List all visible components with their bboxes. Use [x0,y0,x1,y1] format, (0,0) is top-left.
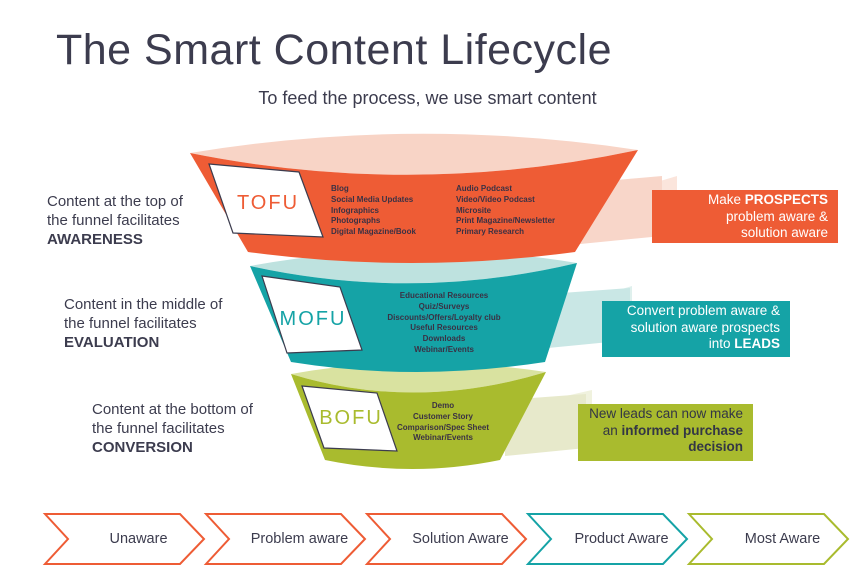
tofu-stage-label: TOFU [236,192,300,214]
tofu-callout-line2: problem aware & [725,208,828,224]
tofu-content-list-left: Blog Social Media Updates Infographics P… [331,184,416,238]
chevron-label-unaware: Unaware [109,531,168,547]
bofu-side-line2: the funnel facilitates [92,420,225,437]
funnel-item: Webinar/Events [413,433,473,443]
tofu-callout-bold: PROSPECTS [744,192,828,207]
chevron-problem-aware-shape [203,513,367,565]
funnel-item: Video/Video Podcast [456,194,535,204]
chevron-product-aware-shape [525,513,689,565]
chevron-label-solution-aware: Solution Aware [412,531,509,547]
mofu-callout-text: into [708,336,735,351]
mofu-stage-label: MOFU [279,308,347,330]
tofu-label-plate [208,163,324,238]
funnel-item: Social Media Updates [331,194,414,204]
mofu-callout-line1: Convert problem aware & [626,303,780,318]
tofu-callout-line1: Make PROSPECTS [662,192,828,209]
bofu-callout-box: New leads can now make an informed purch… [578,404,753,461]
chevron-label-most-aware: Most Aware [744,531,821,547]
bofu-callout-bold: informed purchase [621,422,743,438]
mofu-side-label: Content in the middle of the funnel faci… [64,295,279,352]
chevron-most-aware-shape [686,513,850,565]
mofu-callout-line3: into LEADS [612,336,780,353]
mofu-callout-box: Convert problem aware & solution aware p… [602,301,790,357]
subtitle: To feed the process, we use smart conten… [258,88,597,108]
funnel-item: Digital Magazine/Book [331,227,416,237]
funnel-item: Quiz/Surveys [418,301,470,311]
chevron-label-problem-aware: Problem aware [250,531,349,547]
mofu-content-list: Educational Resources Quiz/Surveys Disco… [344,291,544,356]
bofu-label-plate [301,385,398,452]
bofu-callout-text: an [602,422,622,438]
funnel-item: Microsite [456,205,492,215]
tofu-content-list-right: Audio Podcast Video/Video Podcast Micros… [456,184,555,238]
funnel-item: Photographs [331,216,381,226]
funnel-item: Customer Story [412,411,473,421]
chevron-label-product-aware: Product Aware [574,531,669,547]
funnel-item: Educational Resources [399,291,489,300]
funnel-item: Discounts/Offers/Loyalty club [387,312,501,322]
funnel-item: Demo [431,401,455,410]
funnel-item: Infographics [331,205,380,215]
tofu-side-line2: the funnel facilitates [47,212,180,229]
mofu-side-keyword: EVALUATION [64,334,160,351]
funnel-item: Useful Resources [410,323,478,333]
page-title: The Smart Content Lifecycle [56,26,613,74]
bofu-side-label: Content at the bottom of the funnel faci… [92,400,307,457]
funnel-item: Webinar/Events [414,344,474,354]
bofu-callout-line3: decision [688,439,743,454]
mofu-side-line2: the funnel facilitates [64,315,197,332]
funnel-item: Print Magazine/Newsletter [456,216,556,226]
tofu-callout-line3: solution aware [740,225,828,240]
tofu-side-line1: Content at the top of [47,193,183,210]
funnel-item: Comparison/Spec Sheet [396,422,490,432]
bofu-callout-line1: New leads can now make [589,406,743,421]
tofu-funnel-rim [190,133,638,175]
bofu-funnel-rim [291,362,546,393]
bofu-callout-line2: an informed purchase [588,423,743,440]
mofu-callout-line2: solution aware prospects [630,319,780,335]
bofu-side-keyword: CONVERSION [92,439,193,456]
chevron-solution-aware-shape [364,513,528,565]
tofu-callout-text: Make [707,192,745,207]
bofu-stage-label: BOFU [319,407,383,429]
chevron-unaware-shape [42,513,206,565]
bofu-content-list: Demo Customer Story Comparison/Spec Shee… [343,401,543,444]
funnel-item: Primary Research [456,227,525,237]
mofu-label-plate [261,275,363,354]
tofu-side-keyword: AWARENESS [47,231,143,248]
mofu-callout-bold: LEADS [734,336,780,351]
tofu-callout-box: Make PROSPECTS problem aware & solution … [652,190,838,243]
funnel-item: Blog [331,184,349,193]
bofu-side-line1: Content at the bottom of [92,401,253,418]
tofu-side-label: Content at the top of the funnel facilit… [47,192,257,249]
funnel-item: Audio Podcast [456,184,513,193]
mofu-side-line1: Content in the middle of [64,296,223,313]
funnel-item: Downloads [422,334,466,344]
